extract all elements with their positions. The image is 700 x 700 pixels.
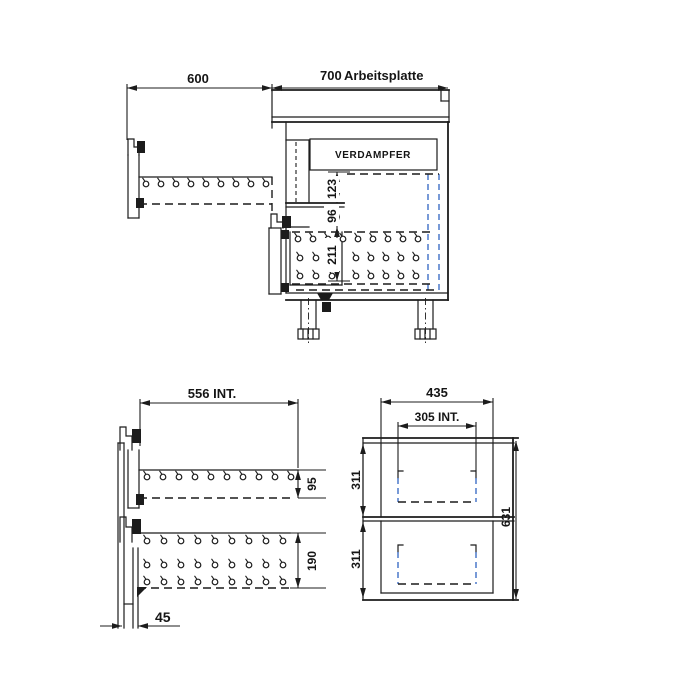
drawer-fronts [380,442,494,594]
figure-drawer-rail-detail: 556 INT. 95 190 45 [100,386,326,629]
dim-435-label: 435 [426,385,448,400]
rail-holes-row [142,177,270,188]
closed-drawer-front [268,213,291,295]
cabinet-legs [297,293,437,343]
upper-drawer-rail [119,426,326,509]
evaporator-box [309,138,438,171]
worktop-label: Arbeitsplatte [344,68,423,83]
dim-190-label: 190 [305,551,319,571]
evaporator-label: VERDAMPFER [335,150,411,161]
dimension-435-305 [380,398,494,471]
dim-311-upper-label: 311 [349,470,363,490]
drawer-box-upper [397,470,477,503]
dim-96-label: 96 [325,209,339,223]
drawer-perforated-block [289,231,430,286]
drawer-box-lower [397,544,477,585]
cabinet-body [285,121,449,301]
dim-123-label: 123 [325,179,339,199]
dim-600-label: 600 [187,71,209,86]
front-view-body [362,437,519,601]
rail2-holes-row1 [143,534,287,545]
rail2-holes-row2 [143,558,287,569]
dimension-311-631 [360,441,519,599]
dim-305-label: 305 INT. [415,410,460,424]
figure-side-section: 600 700 Arbeitsplatte VERDAMPFER 123 96 … [126,68,450,343]
figure-front-view: 435 305 INT. 311 311 631 [349,385,519,601]
rail2-holes-row3 [143,575,287,586]
perforation-row-bottom-left [296,269,336,280]
perforation-row-top [294,232,422,243]
dim-95-label: 95 [305,477,319,491]
worktop-outline [271,89,450,129]
pulled-out-drawer [127,138,273,219]
dim-631-label: 631 [499,507,513,527]
dim-211-label: 211 [325,245,339,265]
perforation-row-bottom-right [352,269,420,280]
dimension-556 [139,399,299,468]
dim-311-lower-label: 311 [349,549,363,569]
dim-45-label: 45 [155,609,171,625]
dimension-600-700 [126,84,448,140]
perforation-row-mid-right [352,251,420,262]
rail1-holes-row [143,470,295,481]
dim-556-label: 556 INT. [188,386,236,401]
dim-700-label: 700 [320,68,342,83]
lower-drawer-rail [119,516,326,597]
